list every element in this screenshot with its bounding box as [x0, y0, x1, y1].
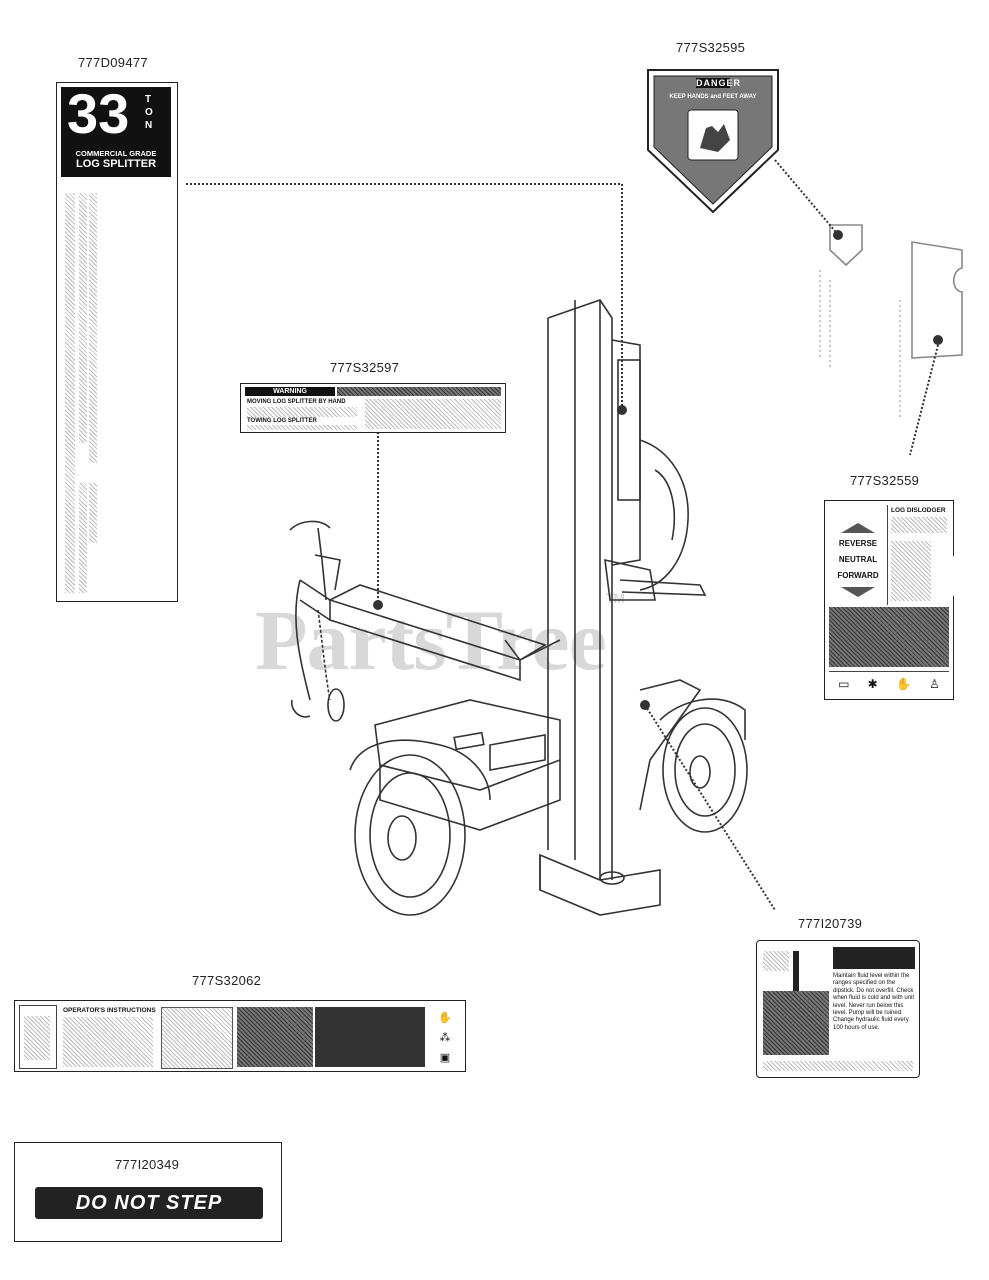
decal-do-not-step[interactable]: DO NOT STEP [35, 1187, 263, 1219]
decal-33-ton[interactable]: 33 TON COMMERCIAL GRADE LOG SPLITTER [56, 82, 178, 602]
dipstick-level-marks [763, 951, 789, 971]
commercial-grade-text: COMMERCIAL GRADE [75, 149, 157, 158]
leader-line-777D09477 [186, 183, 623, 410]
fluid-header [833, 947, 915, 969]
warning-right-text [365, 399, 501, 429]
spec-text-column-1 [65, 193, 75, 593]
part-number-777I20739: 777I20739 [798, 916, 863, 931]
hand-warning-icon: ✋ [438, 1011, 452, 1024]
log-splitter-text: LOG SPLITTER [75, 158, 157, 170]
dislodger-text [891, 517, 947, 533]
part-number-777S32595: 777S32595 [676, 40, 746, 55]
operator-diagram [161, 1007, 233, 1069]
operator-icon: ♙ [929, 677, 940, 691]
forward-label: FORWARD [837, 571, 879, 580]
manual-icon: ▭ [838, 677, 850, 691]
neutral-label: NEUTRAL [838, 555, 878, 564]
hand-icon: ✋ [895, 677, 911, 691]
warning-towing-heading: TOWING LOG SPLITTER [247, 418, 317, 424]
warning-towing-text [247, 425, 357, 430]
part-number-777I20349: 777I20349 [115, 1157, 180, 1172]
decal-danger[interactable] [648, 70, 778, 212]
control-icon-row: ▭ ✱ ✋ ♙ [829, 671, 949, 696]
reverse-label: REVERSE [838, 539, 878, 548]
decal-operator-instructions[interactable]: OPERATOR'S INSTRUCTIONS ✋ ⁂ ▣ [14, 1000, 466, 1072]
debris-icon: ⁂ [439, 1031, 451, 1044]
warning-header-text [337, 387, 501, 396]
fluid-instructions: Maintain fluid level within the ranges s… [833, 973, 915, 1031]
spec-text-column-2 [79, 193, 87, 443]
danger-title: DANGER [696, 78, 742, 88]
leader-line-777S32559 [909, 344, 939, 456]
operator-text-left [63, 1017, 153, 1067]
danger-subtitle: KEEP HANDS and FEET AWAY [669, 94, 757, 100]
fuel-icon: ▣ [439, 1051, 451, 1064]
leader-line-777I20739 [644, 704, 776, 911]
part-number-777S32062: 777S32062 [192, 973, 262, 988]
fluid-reservoir [763, 991, 829, 1055]
big-number: 33 [67, 82, 130, 145]
operator-icon-column: ✋ ⁂ ▣ [429, 1007, 461, 1067]
decal-control[interactable]: REVERSE NEUTRAL FORWARD LOG DISLODGER ▭ … [824, 500, 954, 700]
operator-figure-icon [19, 1005, 57, 1069]
up-arrow-icon [841, 523, 875, 533]
warning-moving-heading: MOVING LOG SPLITTER BY HAND [247, 399, 346, 405]
part-number-777D09477: 777D09477 [78, 55, 148, 70]
spec-text-column-3 [89, 193, 97, 463]
control-lever-panel: REVERSE NEUTRAL FORWARD [829, 505, 888, 605]
spec-text-column-5 [89, 483, 97, 543]
operator-danger-block [315, 1007, 425, 1067]
control-side-text [891, 541, 931, 601]
person-icon: ✱ [867, 677, 878, 691]
dipstick-diagram [763, 947, 829, 1057]
decal-warning[interactable]: WARNING MOVING LOG SPLITTER BY HAND TOWI… [240, 383, 506, 433]
decal-33-ton-header: 33 TON [61, 82, 171, 147]
operator-figure [24, 1016, 50, 1060]
part-number-777S32597: 777S32597 [330, 360, 400, 375]
fluid-footer-text [763, 1061, 913, 1071]
leader-line-777S32595 [774, 159, 841, 238]
ton-label: TON [145, 94, 153, 131]
warning-title: WARNING [245, 387, 335, 396]
decal-fluid[interactable]: Maintain fluid level within the ranges s… [756, 940, 920, 1078]
watermark-tm: TM [605, 590, 625, 606]
warning-moving-text [247, 407, 357, 417]
control-warning-block [829, 607, 949, 667]
operator-title: OPERATOR'S INSTRUCTIONS [63, 1007, 156, 1014]
spec-text-column-4 [79, 483, 87, 593]
log-dislodger-label: LOG DISLODGER [891, 507, 946, 514]
part-number-777S32559: 777S32559 [850, 473, 920, 488]
down-arrow-icon [841, 587, 875, 597]
decal-33-ton-subheader: COMMERCIAL GRADE LOG SPLITTER [61, 147, 171, 177]
operator-warning-block [237, 1007, 313, 1067]
decal-do-not-step-frame: 777I20349 DO NOT STEP [14, 1142, 282, 1242]
